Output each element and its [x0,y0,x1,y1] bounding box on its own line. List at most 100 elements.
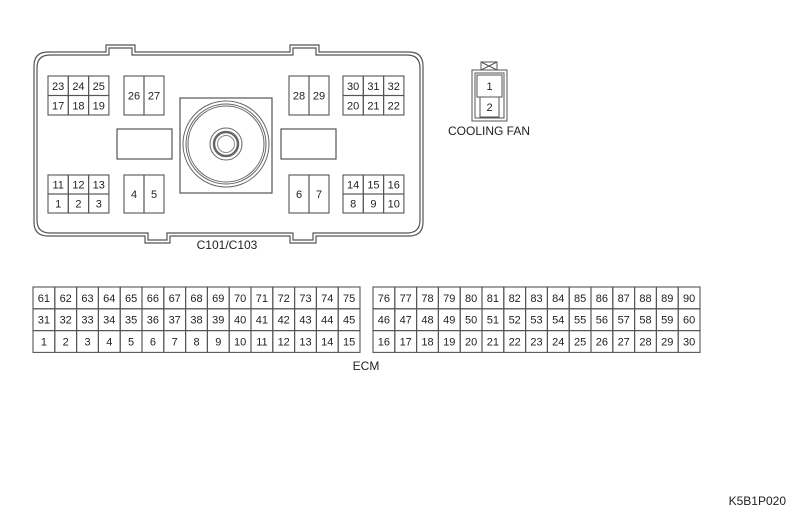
pin-cell [143,75,165,116]
pin-number: 14 [347,180,359,192]
pin-number: 4 [131,189,137,201]
pin-number: 56 [596,315,608,327]
pin-number: 21 [487,337,499,349]
pin-number: 17 [52,100,64,112]
center-boss-ring-mid [185,103,267,185]
ecm-pin-43: 43 [294,308,317,332]
pin-number: 25 [574,337,586,349]
c101-housing-outer [33,44,424,244]
pin-number: 9 [215,337,221,349]
ecm-pin-49: 49 [437,308,461,332]
ecm-pin-3: 3 [76,330,99,353]
pin-cell [383,193,405,214]
c101-pin-32: 32 [383,75,405,97]
pin-number: 12 [72,180,84,192]
center-bolt-hole [217,135,235,153]
ecm-pin-59: 59 [655,308,679,332]
ecm-pin-11: 11 [250,330,274,353]
ecm-pin-25: 25 [568,330,592,353]
pin-number: 14 [321,337,333,349]
ecm-pin-40: 40 [228,308,252,332]
ecm-pin-34: 34 [97,308,121,332]
pin-number: 40 [234,315,246,327]
pin-number: 30 [347,81,359,93]
c101-pin-6: 6 [288,174,310,214]
ecm-pin-18: 18 [416,330,439,353]
ecm-pin-90: 90 [677,286,701,310]
pin-number: 67 [169,293,181,305]
ecm-pin-23: 23 [525,330,548,353]
ecm-pin-66: 66 [141,286,165,310]
pin-number: 1 [41,337,47,349]
c101-pin-7: 7 [308,174,330,214]
pin-number: 75 [343,293,355,305]
pin-cell [143,174,165,214]
pin-number: 19 [443,337,455,349]
c101-pin-26: 26 [123,75,145,116]
pin-number: 24 [552,337,564,349]
pin-number: 49 [443,315,455,327]
pin-number: 13 [93,180,105,192]
ecm-pin-65: 65 [119,286,143,310]
c101-pin-28: 28 [288,75,310,116]
pin-cell [308,174,330,214]
c101-pin-2: 2 [67,193,90,214]
ecm-pin-70: 70 [228,286,252,310]
ecm-pin-13: 13 [294,330,317,353]
c101-pin-3: 3 [88,193,110,214]
pin-number: 25 [93,81,105,93]
pin-number: 23 [52,81,64,93]
c101-pin-18: 18 [67,94,90,116]
pin-number: 29 [661,337,673,349]
c101-pin-23: 23 [47,75,69,97]
c101-pin-20: 20 [342,94,364,116]
ecm-pin-20: 20 [459,330,483,353]
pin-number: 6 [296,189,302,201]
cooling-fan-pin-2 [479,96,500,118]
pin-number: 17 [400,337,412,349]
ecm-pin-42: 42 [272,308,296,332]
ecm-pin-14: 14 [315,330,339,353]
pin-number: 18 [72,100,84,112]
ecm-pin-5: 5 [119,330,143,353]
pin-number: 68 [190,293,202,305]
pin-number: 20 [347,100,359,112]
c101-pin-16: 16 [383,174,405,195]
ecm-pin-39: 39 [206,308,230,332]
ecm-pin-16: 16 [372,330,396,353]
center-boss-frame [179,97,273,194]
pin-number: 76 [378,293,390,305]
ecm-pin-76: 76 [372,286,396,310]
ecm-pin-15: 15 [337,330,361,353]
ecm-pin-21: 21 [481,330,505,353]
pin-number: 81 [487,293,499,305]
ecm-label: ECM [353,359,380,373]
pin-number: 54 [552,315,564,327]
pin-number: 82 [509,293,521,305]
pin-cell [383,94,405,116]
pin-number: 7 [172,337,178,349]
ecm-pin-17: 17 [394,330,418,353]
c101-pin-8: 8 [342,193,364,214]
cooling-fan-housing-inner [474,72,505,119]
ecm-pin-45: 45 [337,308,361,332]
pin-number: 21 [367,100,379,112]
pin-number: 33 [81,315,93,327]
ecm-pin-74: 74 [315,286,339,310]
c101-pin-9: 9 [362,193,385,214]
c101-pin-17: 17 [47,94,69,116]
pin-number: 50 [465,315,477,327]
c101-pin-12: 12 [67,174,90,195]
c101-pin-4: 4 [123,174,145,214]
pin-number: 64 [103,293,115,305]
ecm-pin-73: 73 [294,286,317,310]
ecm-pin-72: 72 [272,286,296,310]
ecm-pin-83: 83 [525,286,548,310]
ecm-pin-77: 77 [394,286,418,310]
pin-number: 2 [63,337,69,349]
pin-number: 9 [370,199,376,211]
c101-housing-inner [36,47,421,241]
ecm-pin-44: 44 [315,308,339,332]
